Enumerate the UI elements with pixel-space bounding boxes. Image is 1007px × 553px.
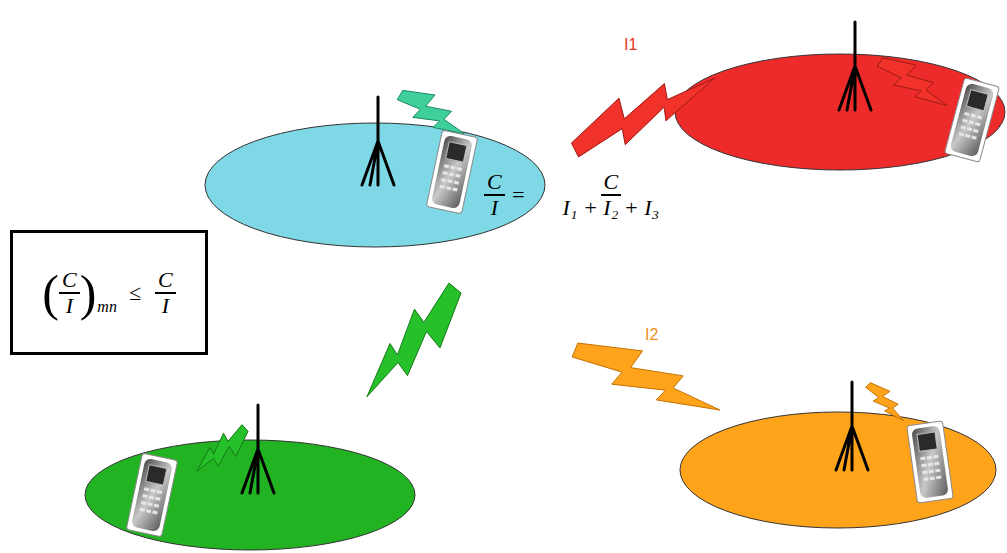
denominator-text: I₁ + I₂ + I₃ <box>560 196 663 220</box>
serving-cell <box>205 123 545 247</box>
numerator-text: C <box>155 268 176 294</box>
interfering-cell <box>680 412 996 528</box>
operator-text: = <box>511 183 526 207</box>
subscript: mn <box>97 298 117 316</box>
numerator-text: C <box>59 268 80 294</box>
interference-bolt <box>353 277 475 414</box>
signal-label: I1 <box>624 36 637 54</box>
ci-formula: CI=CI₁ + I₂ + I₃ <box>484 170 662 220</box>
denominator-text: I <box>159 294 172 318</box>
numerator-text: C <box>601 170 622 196</box>
signal-label: I2 <box>645 326 658 344</box>
numerator-text: C <box>484 170 505 196</box>
signal-bolt <box>190 420 255 482</box>
antenna-tower <box>839 22 871 110</box>
fraction: CI₁ + I₂ + I₃ <box>560 170 663 220</box>
signal-bolt <box>874 48 957 116</box>
antenna-tower <box>362 97 394 185</box>
fraction: CI <box>59 268 80 318</box>
formula-row: (CI)mn≤CI <box>42 268 175 318</box>
interference-bolt <box>563 55 723 166</box>
operator: ≤ <box>129 281 141 305</box>
antenna-tower <box>836 382 868 470</box>
operator-text: ≤ <box>129 281 141 305</box>
interfering-cell <box>675 54 1005 170</box>
mobile-phone <box>426 130 477 214</box>
condition-box: (CI)mn≤CI <box>10 230 208 355</box>
denominator-text: I <box>63 294 76 318</box>
fraction: CI <box>155 268 176 318</box>
subscript-text: mn <box>97 298 117 316</box>
parenthesis: ( <box>42 268 59 318</box>
interference-label: I2 <box>645 326 658 344</box>
signal-bolt <box>863 377 912 426</box>
interference-label: I1 <box>624 36 637 54</box>
interference-bolt <box>568 327 729 426</box>
interfering-cell <box>85 440 415 550</box>
signal-label-text: I2 <box>645 326 658 344</box>
parenthesis-text: ( <box>42 268 59 318</box>
parenthesis: ) <box>80 268 97 318</box>
fraction: CI <box>484 170 505 220</box>
mobile-phone <box>126 453 177 537</box>
parenthesis-text: ) <box>80 268 97 318</box>
operator: = <box>511 183 526 207</box>
denominator-text: I <box>488 196 501 220</box>
signal-label-text: I1 <box>624 36 637 54</box>
antenna-tower <box>242 405 274 493</box>
mobile-phone <box>907 421 954 503</box>
mobile-phone <box>945 78 1000 163</box>
